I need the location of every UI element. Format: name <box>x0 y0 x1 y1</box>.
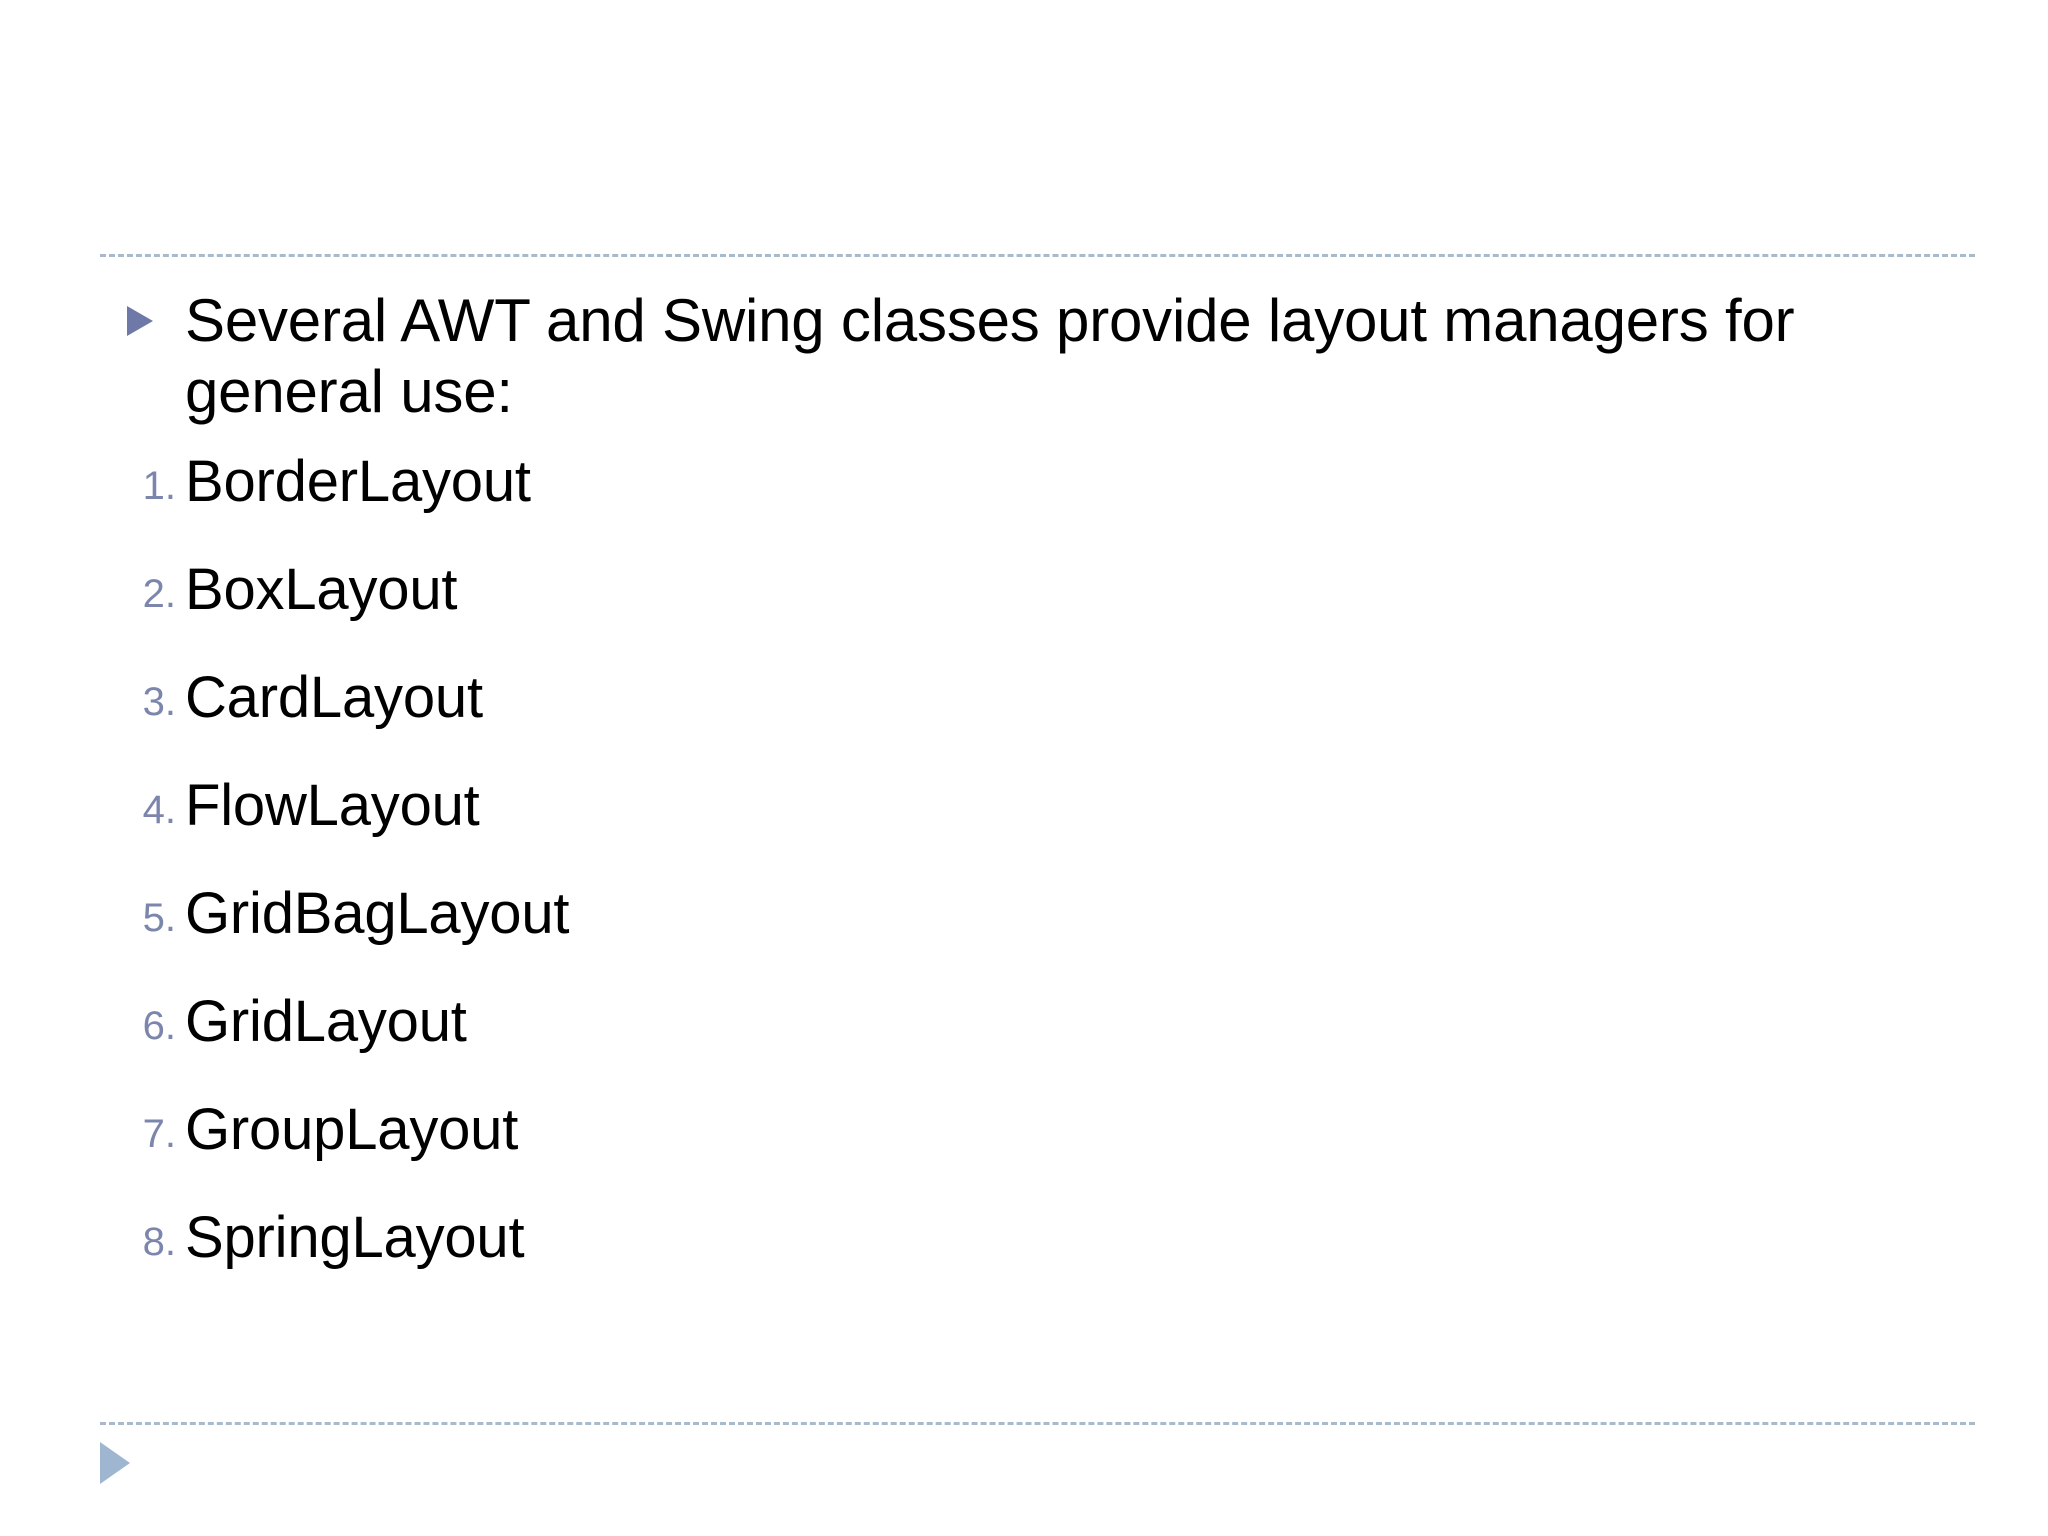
list-item-number: 8. <box>142 1219 176 1264</box>
list-item: 5. GridBagLayout <box>0 882 2048 990</box>
list-item-number: 6. <box>142 1003 176 1048</box>
list-item-label: BoxLayout <box>185 556 458 622</box>
list-item-number: 4. <box>142 787 176 832</box>
list-item-number: 7. <box>142 1111 176 1156</box>
intro-bullet-row: Several AWT and Swing classes provide la… <box>0 286 2048 428</box>
triangle-bullet-icon <box>127 306 153 336</box>
slide-content: Several AWT and Swing classes provide la… <box>0 286 2048 1314</box>
list-item-number: 1. <box>142 463 176 508</box>
intro-text: Several AWT and Swing classes provide la… <box>185 287 1795 425</box>
dashed-divider-top <box>100 254 1975 257</box>
list-item-label: FlowLayout <box>185 772 480 838</box>
layout-managers-list: 1. BorderLayout 2. BoxLayout 3. CardLayo… <box>0 450 2048 1314</box>
list-item: 8. SpringLayout <box>0 1206 2048 1314</box>
list-item: 3. CardLayout <box>0 666 2048 774</box>
list-item-number: 3. <box>142 679 176 724</box>
list-item: 7. GroupLayout <box>0 1098 2048 1206</box>
list-item-number: 2. <box>142 571 176 616</box>
list-item: 4. FlowLayout <box>0 774 2048 882</box>
dashed-divider-bottom <box>100 1422 1975 1425</box>
list-item-label: SpringLayout <box>185 1204 525 1270</box>
list-item-label: BorderLayout <box>185 448 531 514</box>
list-item: 2. BoxLayout <box>0 558 2048 666</box>
list-item: 6. GridLayout <box>0 990 2048 1098</box>
play-triangle-icon[interactable] <box>100 1442 130 1484</box>
list-item-number: 5. <box>142 895 176 940</box>
list-item-label: GroupLayout <box>185 1096 519 1162</box>
list-item-label: CardLayout <box>185 664 483 730</box>
list-item: 1. BorderLayout <box>0 450 2048 558</box>
list-item-label: GridBagLayout <box>185 880 570 946</box>
list-item-label: GridLayout <box>185 988 467 1054</box>
